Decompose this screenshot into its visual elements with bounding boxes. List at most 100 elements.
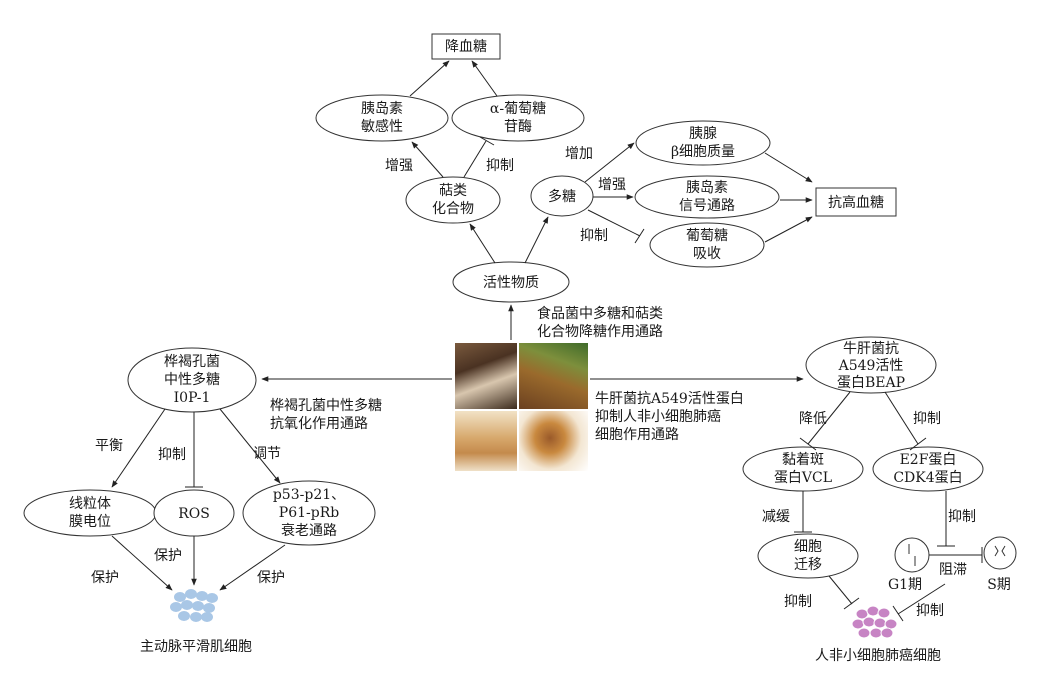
e2f-cdk4-label: E2F蛋白 (900, 452, 957, 468)
edge-label-reduce: 降低 (799, 411, 827, 427)
terpenoids-node (405, 176, 501, 224)
e2f-cdk4-label-2: CDK4蛋白 (893, 470, 962, 486)
edge-label-protect-1: 保护 (91, 570, 119, 586)
smooth-muscle-cell-cluster (170, 589, 218, 622)
mushroom-photo-morel (519, 343, 588, 409)
caption-hypoglycemic-2: 化合物降糖作用通路 (537, 324, 663, 340)
edge-g1-inhibit-cells (897, 583, 946, 615)
node-shapes (23, 33, 1017, 579)
caption-anticancer-1: 牛肝菌抗A549活性蛋白 (595, 391, 744, 407)
edge-label-inhibit-7: 抑制 (916, 603, 944, 619)
edge-label-inhibit-2: 抑制 (580, 228, 608, 244)
edge-active-to-terp (469, 223, 496, 264)
insulin-sensitivity-node (315, 94, 449, 142)
insulin-sensitivity-label-2: 敏感性 (361, 118, 403, 135)
glucose-absorption-label: 葡萄糖 (686, 228, 728, 244)
s-phase-label: S期 (987, 577, 1011, 593)
iop1-label-2: 中性多糖 (164, 371, 220, 388)
edge-label-inhibit-3: 抑制 (158, 447, 186, 463)
insulin-sensitivity-label: 胰岛素 (361, 101, 403, 117)
iop1-label: 桦褐孔菌 (164, 354, 220, 370)
vcl-label-2: 蛋白VCL (774, 470, 832, 486)
active-substance-node (452, 261, 570, 303)
mito-potential-label: 线粒体 (69, 496, 111, 512)
senescence-path-label-2: P61-pRb (279, 505, 339, 521)
beap-label: 牛肝菌抗 (843, 341, 899, 357)
mushroom-photo-agaricus (455, 411, 517, 471)
insulin-signaling-node (634, 175, 780, 219)
insulin-signaling-label: 胰岛素 (686, 180, 728, 196)
edges (111, 60, 983, 622)
g1-phase-circle (894, 537, 930, 573)
alpha-glucosidase-node (451, 94, 585, 142)
edge-insulin-to-lower (409, 60, 450, 97)
lung-cancer-cell-cluster (851, 605, 898, 639)
cell-migration-label: 细胞 (794, 539, 822, 555)
caption-anticancer-2: 抑制人非小细胞肺癌 (595, 409, 721, 425)
edge-label-inhibit-1: 抑制 (486, 158, 514, 174)
polysaccharide-label: 多糖 (548, 188, 576, 205)
beta-cell-mass-label: 胰腺 (689, 126, 717, 142)
iop1-node (127, 347, 257, 413)
edge-beap-reduce-vcl (807, 391, 851, 445)
caption-antioxidant-1: 桦褐孔菌中性多糖 (270, 397, 382, 414)
edge-terp-inhibit-alpha (463, 140, 487, 178)
beta-cell-mass-node (635, 120, 771, 166)
edge-mito-protect (111, 535, 173, 591)
vcl-label: 黏着斑 (782, 452, 824, 468)
aortic-cells-label: 主动脉平滑肌细胞 (140, 638, 252, 655)
edge-label-regulate: 调节 (253, 446, 281, 462)
terpenoids-label: 萜类 (439, 183, 467, 199)
e2f-cdk4-node (872, 446, 984, 492)
mito-potential-label-2: 膜电位 (69, 514, 111, 530)
mushroom-photo-shiitake (455, 343, 517, 409)
edge-senescence-protect (219, 544, 286, 591)
edge-beta-to-anti (764, 152, 813, 183)
edge-label-inhibit-4: 抑制 (913, 411, 941, 427)
edge-iop1-to-senescence (219, 408, 281, 484)
insulin-signaling-label-2: 信号通路 (679, 198, 735, 214)
edge-label-enhance-1: 增强 (385, 158, 413, 174)
edge-poly-inhibit-glucose (587, 209, 641, 237)
iop1-label-3: I0P-1 (174, 390, 211, 406)
anti-hyperglycemia-box (815, 187, 897, 217)
caption-anticancer-3: 细胞作用通路 (595, 427, 679, 443)
edge-poly-to-beta (584, 142, 635, 183)
caption-antioxidant-2: 抗氧化作用通路 (270, 416, 368, 432)
edge-alpha-to-lower (471, 60, 498, 97)
edge-label-protect-2: 保护 (154, 548, 182, 564)
edge-migration-inhibit-cells (828, 575, 853, 605)
edge-label-inhibit-5: 抑制 (948, 509, 976, 525)
active-substance-label: 活性物质 (483, 275, 539, 291)
edge-label-block: 阻滞 (939, 562, 967, 578)
edge-label-enhance-2: 增强 (598, 177, 626, 193)
cell-migration-label-2: 迁移 (794, 557, 822, 573)
polysaccharide-node (530, 175, 594, 217)
edge-label-slow-down: 减缓 (762, 509, 790, 525)
s-phase-circle (983, 536, 1017, 570)
anti-hyperglycemia-label: 抗高血糖 (828, 194, 884, 211)
beap-node (805, 336, 937, 394)
terpenoids-label-2: 化合物 (432, 201, 474, 217)
edge-iop1-to-mito (111, 408, 166, 488)
lower-blood-sugar-label: 降血糖 (445, 39, 487, 55)
lung-cancer-cells-label: 人非小细胞肺癌细胞 (815, 648, 941, 664)
senescence-path-node (242, 480, 376, 546)
edge-terp-to-insulin (411, 141, 444, 178)
glucose-absorption-node (649, 222, 765, 268)
edge-beap-inhibit-e2f (884, 391, 919, 445)
senescence-path-label-3: 衰老通路 (281, 522, 337, 539)
edge-label-balance: 平衡 (95, 438, 123, 454)
alpha-glucosidase-label-2: 苷酶 (504, 119, 532, 135)
g1-phase-label: G1期 (888, 577, 922, 593)
senescence-path-label: p53-p21、 (273, 487, 345, 503)
beta-cell-mass-label-2: β细胞质量 (671, 144, 735, 160)
edge-label-increase: 增加 (565, 146, 593, 162)
beap-label-2: A549活性 (838, 358, 904, 374)
lower-blood-sugar-box (431, 33, 501, 60)
chromosome-marks (908, 544, 1006, 566)
pathway-captions: 食品菌中多糖和萜类 化合物降糖作用通路 桦褐孔菌中性多糖 抗氧化作用通路 牛肝菌… (270, 305, 744, 443)
glucose-absorption-label-2: 吸收 (693, 246, 721, 262)
node-labels: 降血糖 胰岛素 敏感性 α-葡萄糖 苷酶 萜类 化合物 多糖 胰腺 β细胞质量 … (69, 39, 1011, 664)
